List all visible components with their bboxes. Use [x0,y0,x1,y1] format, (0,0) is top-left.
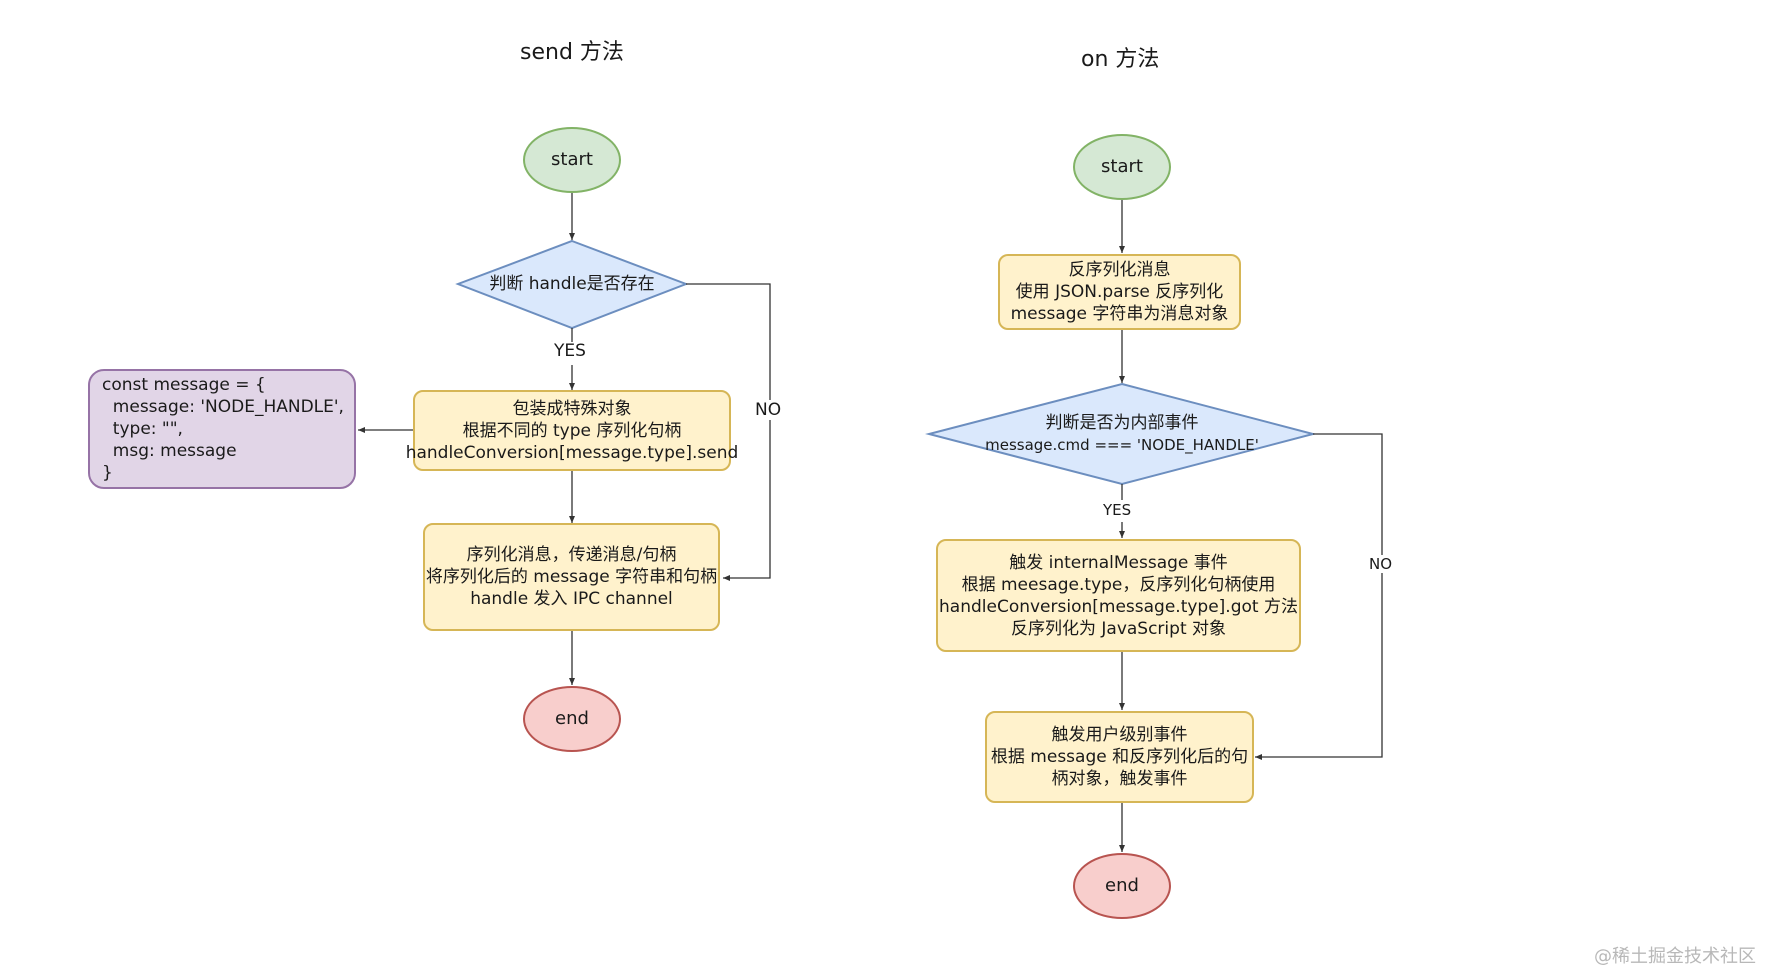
on-deserialize-line-2: 使用 JSON.parse 反序列化 [1015,282,1224,302]
send-start-node: start [523,127,621,193]
on-internal-line-3: handleConversion[message.type].got 方法 [939,596,1298,617]
send-title: send 方法 [520,40,624,65]
send-no-label: NO [754,400,783,420]
on-internal-node: 触发 internalMessage 事件 根据 meesage.type，反序… [936,539,1301,652]
on-user-line-1: 触发用户级别事件 [1051,725,1188,745]
send-wrap-node: 包装成特殊对象 根据不同的 type 序列化句柄 handleConversio… [406,390,738,471]
on-decision-line-1: 判断是否为内部事件 [1045,413,1199,433]
code-line-4: msg: message [102,441,237,461]
code-line-5: } [102,463,113,483]
on-deserialize-line-1: 反序列化消息 [1068,260,1171,280]
on-end-label: end [1105,875,1139,896]
send-edge-no [686,283,771,581]
on-title: on 方法 [1081,47,1160,72]
on-end-node: end [1073,853,1171,919]
send-serialize-line-2: 将序列化后的 message 字符串和句柄 [425,567,718,587]
on-yes-label: YES [1103,501,1132,519]
on-start-label: start [1101,156,1143,177]
code-line-1: const message = { [102,375,266,395]
send-serialize-line-1: 序列化消息，传递消息/句柄 [466,545,677,565]
on-deserialize-node: 反序列化消息 使用 JSON.parse 反序列化 message 字符串为消息… [998,254,1241,330]
send-end-label: end [555,708,589,729]
on-internal-line-4: 反序列化为 JavaScript 对象 [1010,618,1227,639]
code-line-3: type: "", [102,419,183,439]
send-serialize-node: 序列化消息，传递消息/句柄 将序列化后的 message 字符串和句柄 hand… [423,523,720,631]
on-user-line-3: 柄对象，触发事件 [1051,769,1188,789]
on-user-line-2: 根据 message 和反序列化后的句 [990,747,1249,767]
on-internal-line-2: 根据 meesage.type，反序列化句柄使用 [961,574,1276,595]
send-wrap-line-2: 根据不同的 type 序列化句柄 [462,420,682,441]
on-no-label: NO [1368,555,1394,573]
send-wrap-line-1: 包装成特殊对象 [512,398,632,419]
send-yes-label: YES [554,341,586,361]
on-start-node: start [1073,134,1171,200]
on-internal-line-1: 触发 internalMessage 事件 [1009,552,1228,573]
send-start-label: start [551,149,593,170]
send-end-node: end [523,686,621,752]
send-code-node: const message = { message: 'NODE_HANDLE'… [88,369,356,489]
on-decision-label: 判断是否为内部事件 message.cmd === 'NODE_HANDLE' [972,410,1272,458]
send-serialize-line-3: handle 发入 IPC channel [470,589,673,609]
watermark: @稀土掘金技术社区 [1594,946,1756,967]
code-line-2: message: 'NODE_HANDLE', [102,397,344,417]
send-decision-label: 判断 handle是否存在 [470,272,674,296]
send-wrap-line-3: handleConversion[message.type].send [405,442,739,463]
on-edge-no [1255,433,1383,760]
on-deserialize-line-3: message 字符串为消息对象 [1010,304,1229,324]
send-decision-text: 判断 handle是否存在 [489,274,655,294]
on-decision-line-2: message.cmd === 'NODE_HANDLE' [985,436,1259,454]
on-user-node: 触发用户级别事件 根据 message 和反序列化后的句 柄对象，触发事件 [985,711,1254,803]
